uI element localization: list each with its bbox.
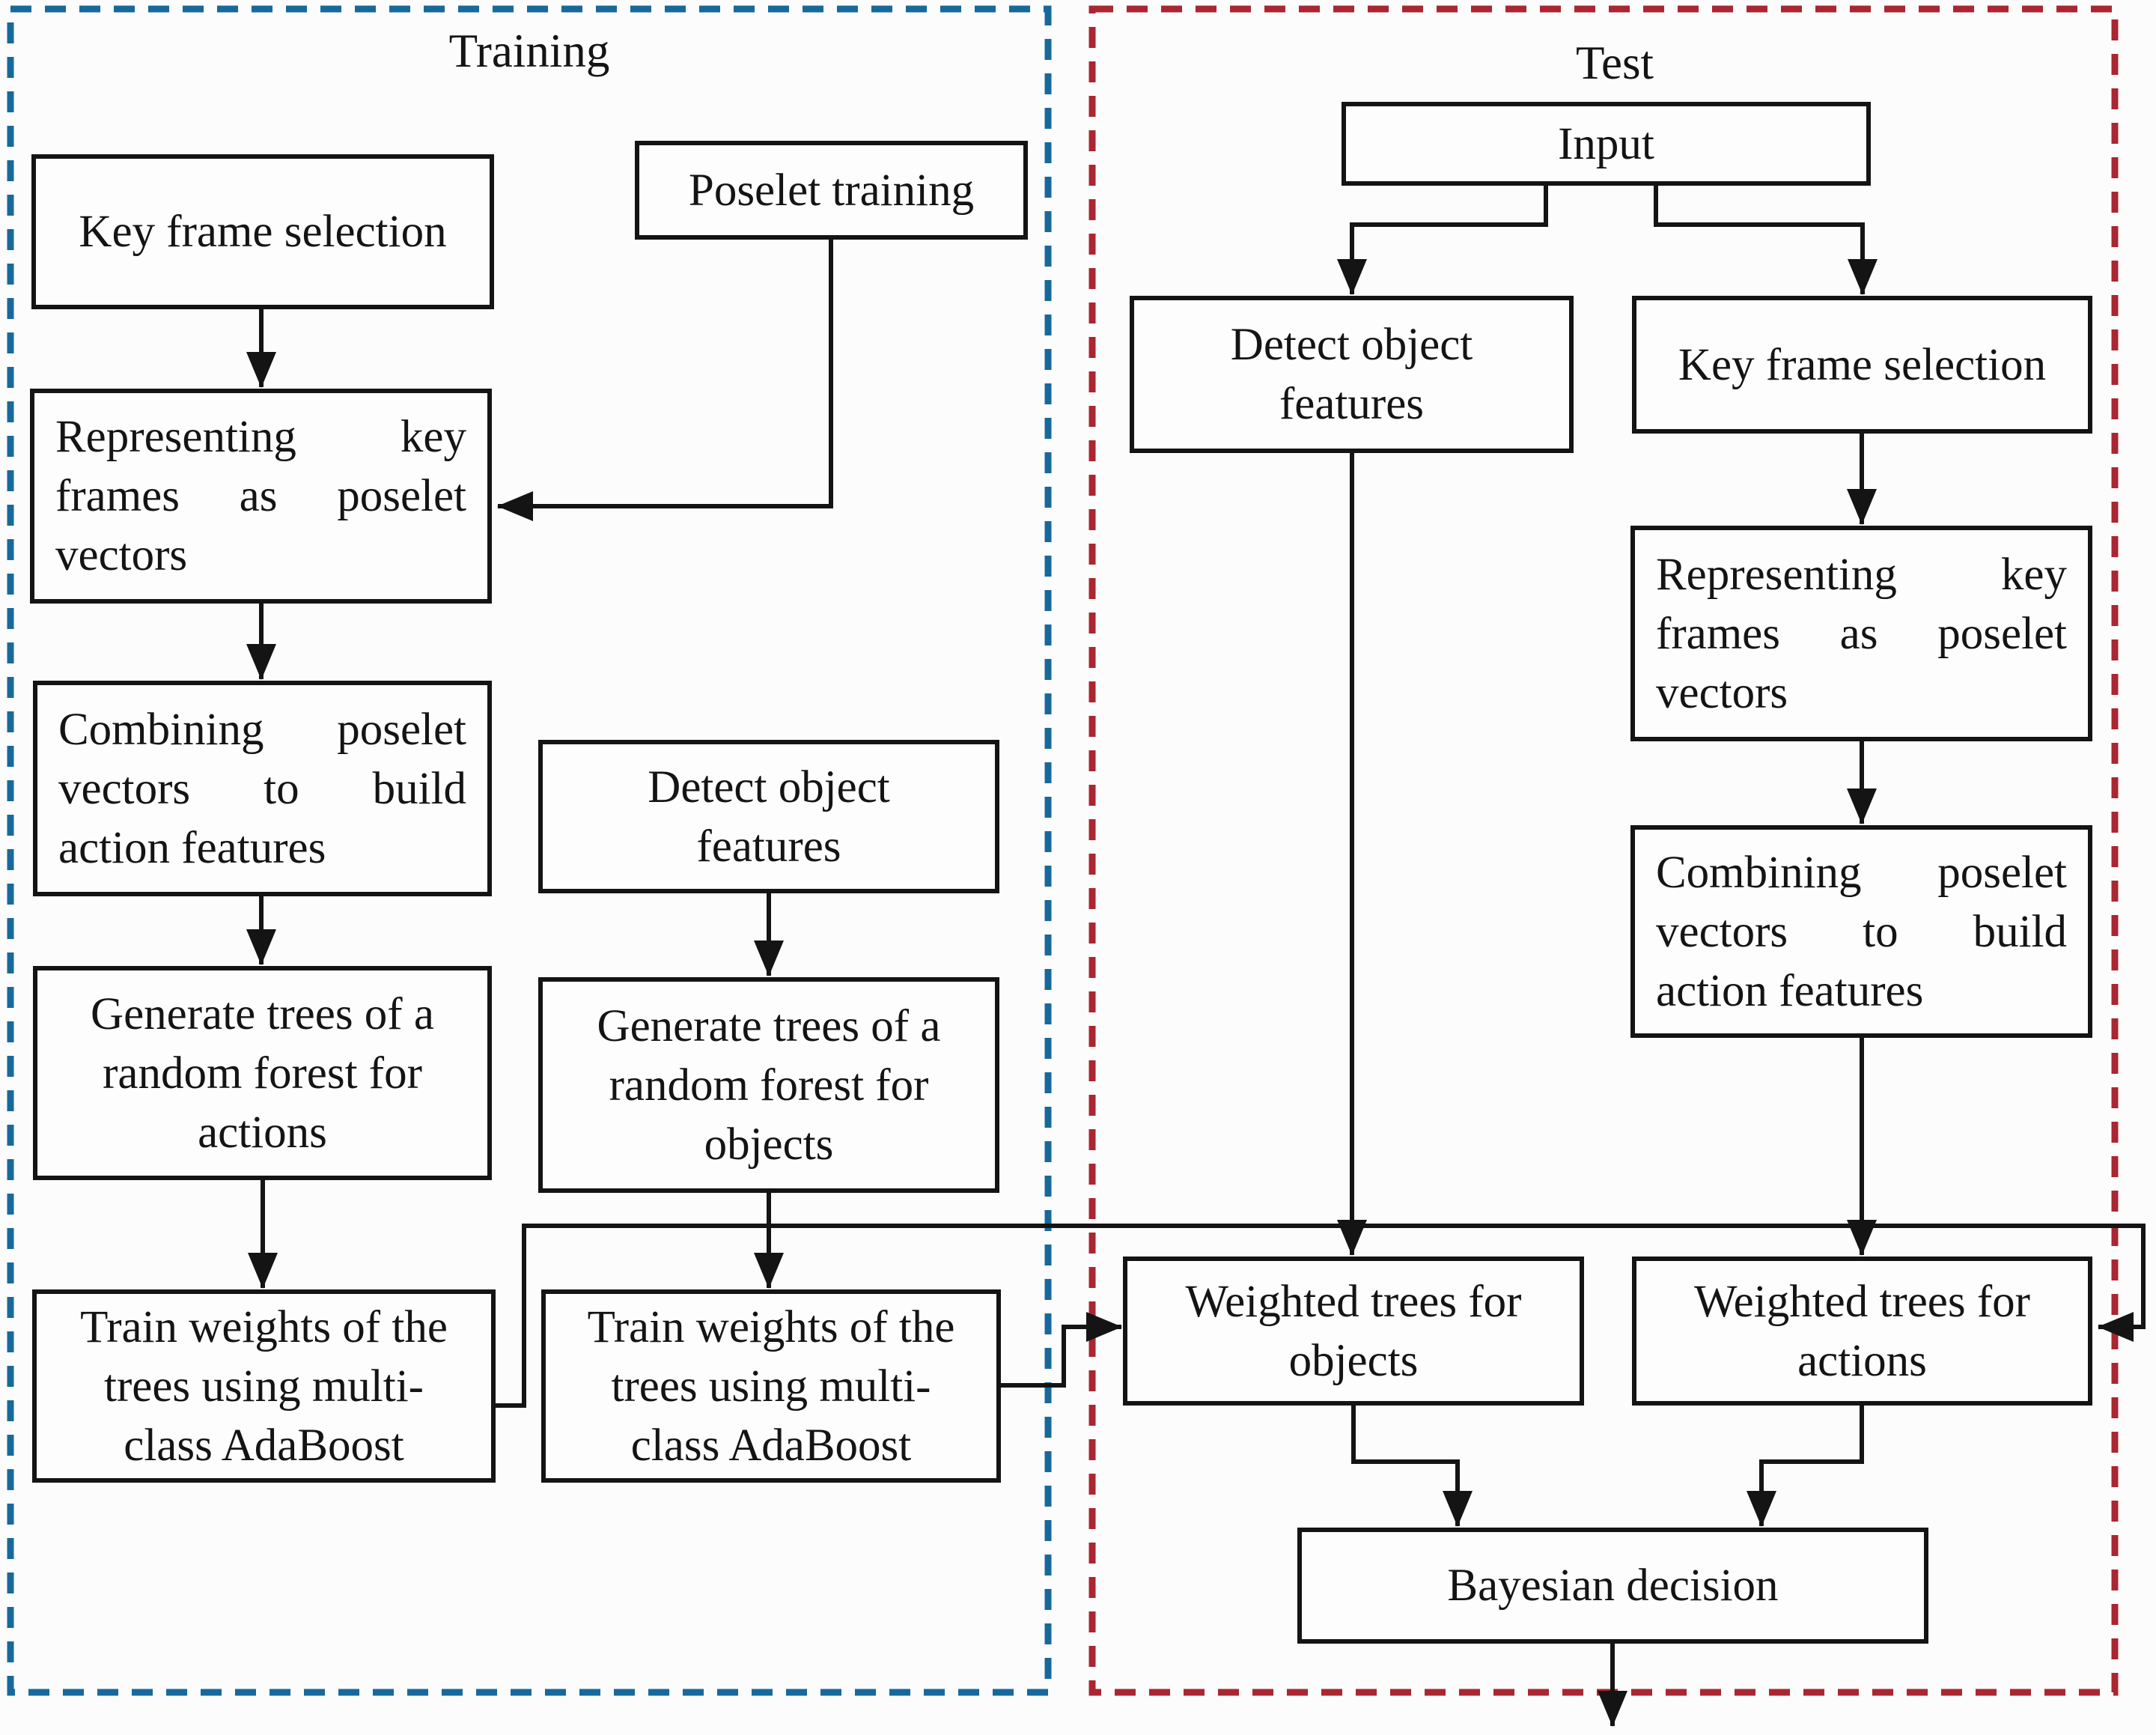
box-text: Input [1558, 118, 1654, 169]
box-text: objects [1288, 1335, 1419, 1386]
box-text: action features [58, 822, 326, 873]
box-training-generate-trees-actions: Generate trees of a random forest for ac… [33, 966, 492, 1180]
connector-poselet-training-to-representing [497, 240, 833, 521]
box-test-combining-poselet-vectors: Combining poselet vectors to build actio… [1630, 825, 2092, 1038]
connector-train-weights-objects-to-weighted-objects [1001, 1312, 1122, 1388]
box-test-key-frame-selection: Key frame selection [1632, 296, 2092, 434]
box-training-key-frame-selection: Key frame selection [31, 154, 494, 309]
box-text: features [1279, 379, 1425, 429]
box-training-train-weights-actions: Train weights of the trees using multi- … [32, 1289, 496, 1483]
box-text: Detect object [1230, 320, 1473, 370]
box-text: class AdaBoost [630, 1420, 912, 1471]
box-training-train-weights-objects: Train weights of the trees using multi- … [541, 1289, 1001, 1483]
box-text: Representing key [55, 412, 466, 462]
connector-weighted-objects-to-bayesian [1351, 1406, 1473, 1527]
box-text: class AdaBoost [124, 1420, 404, 1471]
box-text: actions [198, 1107, 327, 1158]
box-test-weighted-trees-actions: Weighted trees for actions [1632, 1257, 2092, 1406]
box-text: Bayesian decision [1447, 1561, 1779, 1611]
box-text: Generate trees of a [91, 988, 434, 1039]
box-text: Key frame selection [1678, 339, 2047, 390]
connector-weighted-actions-to-bayesian [1747, 1406, 1864, 1527]
box-text: Poselet training [688, 165, 975, 216]
box-text: vectors [55, 530, 188, 580]
box-text: trees using multi- [104, 1361, 424, 1412]
box-text: frames as poselet [1656, 608, 2067, 659]
box-training-representing-key-frames: Representing key frames as poselet vecto… [30, 389, 492, 604]
box-text: random forest for [609, 1060, 929, 1110]
box-training-detect-object-features: Detect object features [538, 740, 999, 893]
box-text: Representing key [1656, 549, 2067, 600]
connector-train-weights-actions-to-weighted-actions [496, 1224, 2146, 1408]
box-text: objects [704, 1119, 834, 1170]
box-training-combining-poselet-vectors: Combining poselet vectors to build actio… [33, 681, 492, 896]
box-text: Generate trees of a [597, 1000, 941, 1051]
box-test-representing-key-frames: Representing key frames as poselet vecto… [1630, 526, 2092, 741]
box-test-bayesian-decision: Bayesian decision [1297, 1528, 1928, 1644]
box-text: Weighted trees for [1185, 1276, 1522, 1327]
connector-input-to-key-frame-selection [1654, 186, 1878, 295]
box-text: Detect object [648, 762, 890, 812]
box-text: Combining poselet [1656, 847, 2067, 898]
box-text: vectors [1656, 667, 1788, 718]
box-text: Key frame selection [79, 207, 447, 257]
training-region-border [7, 5, 1052, 1696]
box-text: actions [1797, 1335, 1927, 1386]
box-test-input: Input [1342, 102, 1871, 186]
box-text: trees using multi- [611, 1361, 931, 1412]
box-text: vectors to build [1656, 906, 2067, 957]
box-training-generate-trees-objects: Generate trees of a random forest for ob… [538, 977, 999, 1193]
box-text: action features [1656, 965, 1924, 1016]
box-text: random forest for [103, 1048, 422, 1099]
box-text: Train weights of the [80, 1301, 448, 1352]
connector-input-to-detect-object [1337, 186, 1548, 295]
box-training-poselet-training: Poselet training [635, 141, 1028, 240]
box-text: Train weights of the [587, 1301, 955, 1352]
training-section-title: Training [448, 25, 610, 77]
test-section-title: Test [1575, 37, 1654, 89]
box-text: Combining poselet [58, 704, 466, 755]
box-text: features [696, 821, 841, 872]
box-text: vectors to build [58, 763, 466, 814]
box-test-detect-object-features: Detect object features [1130, 296, 1574, 453]
box-text: Weighted trees for [1693, 1276, 2030, 1327]
box-text: frames as poselet [55, 471, 466, 521]
box-test-weighted-trees-objects: Weighted trees for objects [1123, 1257, 1584, 1406]
